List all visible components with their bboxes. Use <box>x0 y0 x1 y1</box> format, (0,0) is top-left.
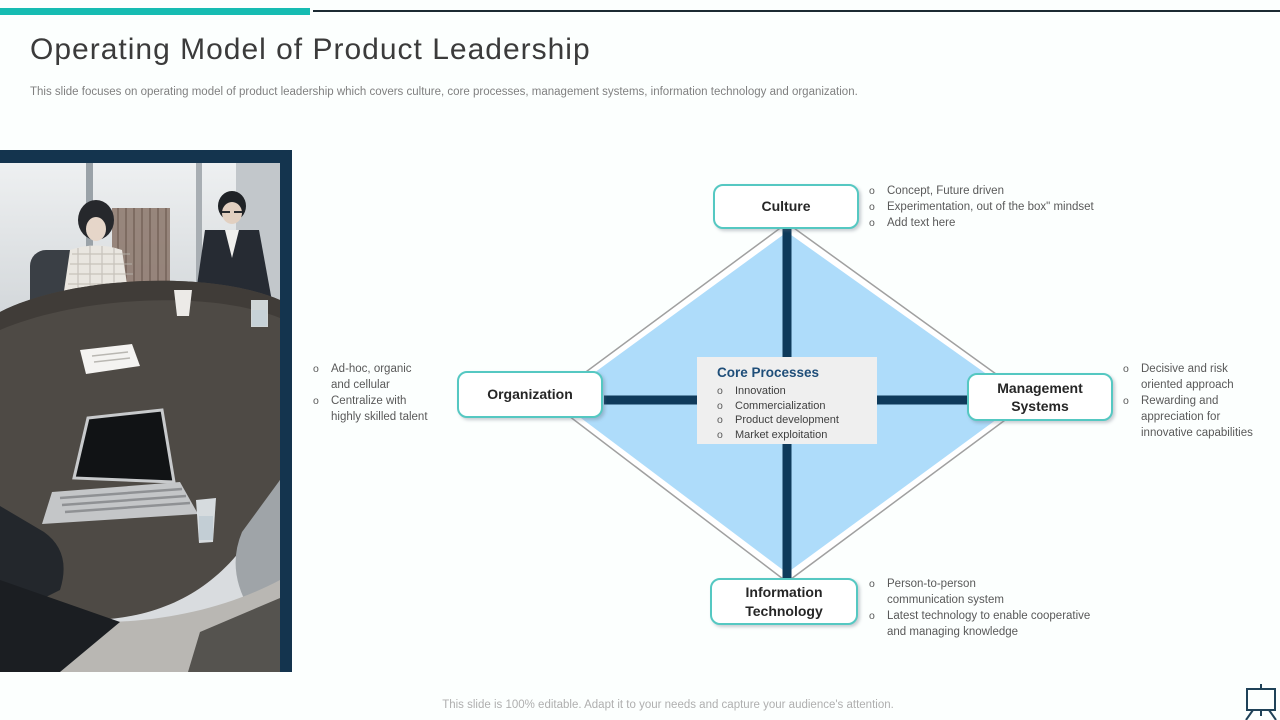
core-processes-box: Core Processes o Innovation o Commercial… <box>697 357 877 444</box>
node-information-technology: Information Technology <box>710 578 858 625</box>
bullet-marker: o <box>869 610 875 622</box>
photo-frame-top <box>0 150 292 163</box>
list-item: o Product development <box>717 414 839 426</box>
footer-note: This slide is 100% editable. Adapt it to… <box>442 699 894 711</box>
list-item: o Decisive and risk oriented approach <box>1123 363 1234 391</box>
list-item: o Latest technology to enable cooperativ… <box>869 610 1091 638</box>
list-item: o Experimentation, out of the box" minds… <box>869 201 1094 213</box>
organization-bullet-list: o Ad-hoc, organic and cellular o Central… <box>313 361 463 425</box>
photo-frame-right <box>280 150 292 672</box>
node-management-systems: Management Systems <box>967 373 1113 421</box>
bullet-marker: o <box>717 414 723 426</box>
list-item: o Innovation <box>717 385 786 397</box>
list-item: o Rewarding and appreciation for innovat… <box>1123 395 1253 439</box>
node-organization: Organization <box>457 371 603 418</box>
list-item: o Centralize with highly skilled talent <box>313 395 428 423</box>
list-item: o Ad-hoc, organic and cellular <box>313 363 412 391</box>
list-item: o Market exploitation <box>717 428 828 441</box>
bullet-marker: o <box>717 399 723 412</box>
bullet-marker: o <box>1123 363 1129 375</box>
meeting-photo-illustration <box>0 150 292 672</box>
management-systems-bullet-list: o Decisive and risk oriented approach o … <box>1123 361 1280 441</box>
bullet-marker: o <box>313 363 319 375</box>
culture-bullet-list: o Concept, Future driven o Experimentati… <box>869 183 1149 231</box>
core-processes-title: Core Processes <box>717 365 820 380</box>
bullet-marker: o <box>869 217 875 229</box>
meeting-photo <box>0 150 292 672</box>
top-rule-line <box>313 10 1280 12</box>
bullet-marker: o <box>717 428 723 441</box>
slide-subtitle: This slide focuses on operating model of… <box>30 86 858 98</box>
information-technology-bullet-list: o Person-to-person communication system … <box>869 576 1139 640</box>
bullet-marker: o <box>1123 395 1129 407</box>
bullet-marker: o <box>869 201 875 213</box>
page-title: Operating Model of Product Leadership <box>30 33 591 66</box>
list-item: o Concept, Future driven <box>869 185 1004 197</box>
list-item: o Commercialization <box>717 399 826 412</box>
bullet-marker: o <box>717 385 723 397</box>
bullet-marker: o <box>869 578 875 590</box>
top-accent-bar <box>0 8 310 15</box>
node-culture: Culture <box>713 184 859 229</box>
list-item: o Add text here <box>869 217 956 229</box>
list-item: o Person-to-person communication system <box>869 578 1004 606</box>
bullet-marker: o <box>313 395 319 407</box>
bullet-marker: o <box>869 185 875 197</box>
easel-icon <box>1245 684 1277 720</box>
